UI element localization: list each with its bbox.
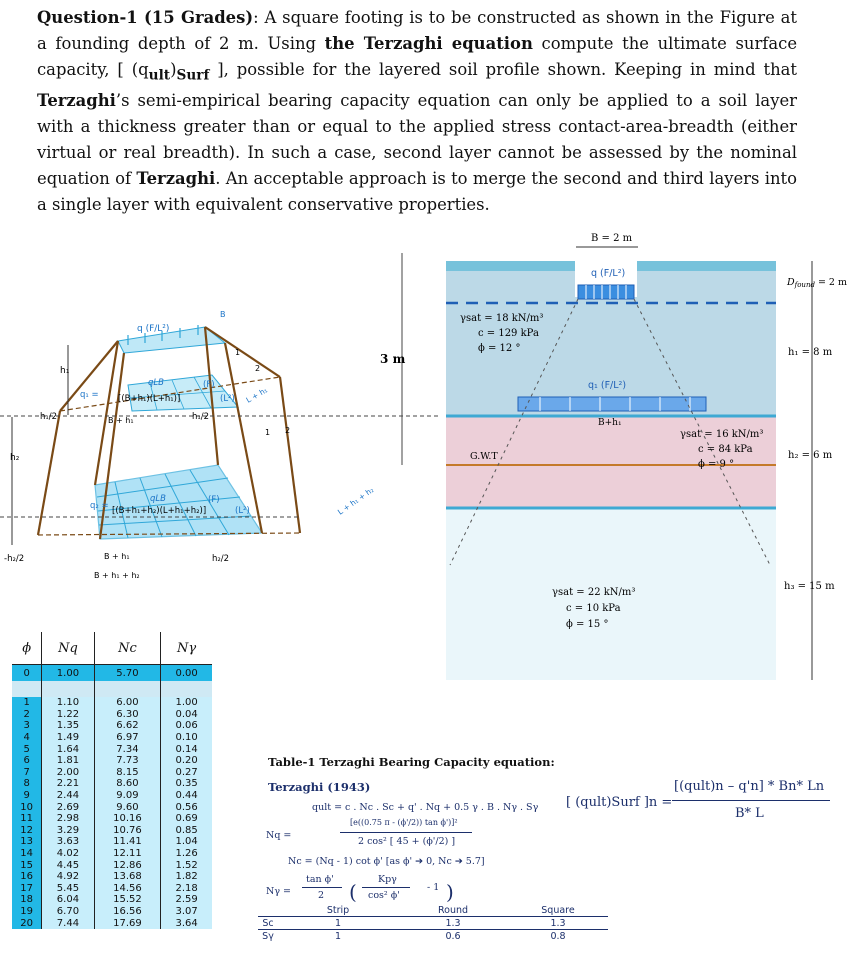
svg-text:1: 1	[265, 428, 270, 437]
svg-text:L + h₁: L + h₁	[245, 385, 269, 404]
surface-capacity-lhs: [ (qult)Surf ]n =	[566, 795, 673, 810]
svg-text:(F): (F)	[208, 495, 220, 505]
svg-text:B: B	[220, 310, 226, 319]
svg-text:B+h₁: B+h₁	[598, 418, 622, 428]
svg-text:h₂: h₂	[10, 453, 20, 463]
qult-equation: qult = c . Nc . Sc + q' . Nq + 0.5 γ . B…	[312, 802, 539, 813]
q-label: q (F/L²)	[591, 268, 625, 279]
svg-text:1: 1	[235, 348, 240, 357]
q1-plane	[517, 396, 707, 412]
svg-text:2: 2	[255, 364, 260, 373]
svg-text:h₃ = 15 m: h₃ = 15 m	[784, 581, 835, 592]
pyramid-q-label: q (F/L²)	[137, 324, 169, 334]
terzaghi-author: Terzaghi (1943)	[268, 780, 371, 794]
svg-text:[(B+h₁+h₂)(L+h₁+h₂)]: [(B+h₁+h₂)(L+h₁+h₂)]	[112, 506, 206, 516]
svg-text:c = 84 kPa: c = 84 kPa	[698, 444, 753, 455]
svg-text:qLB: qLB	[148, 378, 164, 388]
svg-text:q₁ (F/L²): q₁ (F/L²)	[588, 380, 626, 391]
svg-text:2: 2	[285, 426, 290, 435]
nc-equation: Nc = (Nq - 1) cot ϕ' [as ϕ' ➔ 0, Nc ➔ 5.…	[288, 856, 485, 867]
svg-text:γsat = 18 kN/m³: γsat = 18 kN/m³	[460, 313, 543, 324]
svg-text:ϕ = 9 °: ϕ = 9 °	[698, 459, 734, 470]
svg-text:h₁ = 8 m: h₁ = 8 m	[788, 347, 833, 358]
bottom-grid	[96, 469, 252, 539]
svg-text:[(B+h₁)(L+h₁)]: [(B+h₁)(L+h₁)]	[118, 394, 180, 404]
svg-text:c = 129 kPa: c = 129 kPa	[478, 328, 539, 339]
svg-text:-h₂/2: -h₂/2	[4, 554, 24, 564]
stress-distribution-diagram: q (F/L²) B h₁ qLB (F) q₁ = [(B+h₁)(L+h₁)…	[0, 310, 440, 580]
svg-text:ϕ = 12 °: ϕ = 12 °	[478, 343, 520, 354]
layer-3	[446, 508, 776, 680]
svg-text:γsat = 16 kN/m³: γsat = 16 kN/m³	[680, 429, 763, 440]
table-caption: Table-1 Terzaghi Bearing Capacity equati…	[268, 755, 555, 769]
svg-text:q₂ =: q₂ =	[90, 501, 109, 511]
layer-2	[446, 416, 776, 508]
svg-text:(L²): (L²)	[220, 394, 235, 404]
svg-text:h₁/2: h₁/2	[40, 412, 57, 422]
svg-text:B + h₁: B + h₁	[104, 552, 130, 561]
svg-text:q₁ =: q₁ =	[80, 390, 99, 400]
svg-text:γsat = 22 kN/m³: γsat = 22 kN/m³	[552, 587, 635, 598]
svg-text:B + h₁ + h₂: B + h₁ + h₂	[94, 571, 140, 580]
svg-text:qLB: qLB	[150, 494, 166, 504]
svg-text:h₂ = 6 m: h₂ = 6 m	[788, 450, 833, 461]
question-lead: Question-1 (15 Grades)	[37, 8, 254, 27]
svg-text:c = 10 kPa: c = 10 kPa	[566, 603, 621, 614]
svg-text:L + h₁ + h₂: L + h₁ + h₂	[336, 485, 375, 516]
svg-text:h₁: h₁	[60, 366, 70, 376]
svg-text:Dw = 13 m: Dw = 13 m	[380, 352, 406, 368]
soil-profile-diagram: B = 2 m q (F/L²) Dw = 13 m Dfound = 2 m …	[380, 233, 847, 680]
svg-text:B = 2 m: B = 2 m	[591, 233, 633, 244]
gwt-label: G.W.T	[470, 451, 498, 462]
question-text: Question-1 (15 Grades): A square footing…	[37, 8, 798, 215]
svg-text:(F): (F)	[203, 380, 215, 390]
svg-text:(L²): (L²)	[235, 506, 250, 516]
svg-text:Dfound = 2 m: Dfound = 2 m	[786, 277, 847, 289]
svg-text:ϕ = 15 °: ϕ = 15 °	[566, 619, 608, 630]
svg-text:h₁/2: h₁/2	[192, 412, 209, 422]
pyramid-edges	[36, 326, 302, 540]
svg-text:h₂/2: h₂/2	[212, 554, 229, 564]
svg-text:B + h₁: B + h₁	[108, 416, 134, 425]
